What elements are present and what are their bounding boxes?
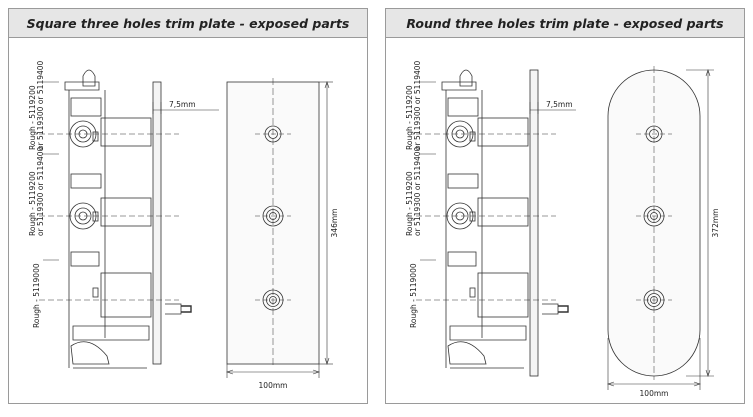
mixer-cartridge-top (69, 120, 97, 148)
panel-title: Square three holes trim plate - exposed … (26, 15, 350, 31)
rough-bottom-label: Rough - 5119000 (32, 263, 41, 328)
height-label: 372mm (711, 209, 720, 238)
width-dimension-line (226, 364, 320, 378)
rough-bottom-label: Rough - 5119000 (409, 263, 418, 328)
panel-header: Round three holes trim plate - exposed p… (386, 9, 744, 38)
panel-header: Square three holes trim plate - exposed … (9, 9, 367, 38)
rough-mid-label: Rough - 5119200 (405, 171, 414, 236)
square-trim-drawing: 7,5mm 346mm 100mm Rough - 5119200 or 511… (28, 60, 339, 390)
offset-label: 7,5mm (546, 100, 573, 109)
rough-in-valve-body (64, 69, 192, 369)
offset-label: 7,5mm (169, 100, 196, 109)
height-dimension-line (319, 81, 333, 365)
round-trim-drawing: 7,5mm 372mm 100mm Rough - 5119200 or 511… (405, 60, 720, 398)
rough-top-label: Rough - 5119200 (405, 85, 414, 150)
width-label: 100mm (640, 389, 669, 398)
rough-mid-label: Rough - 5119200 (28, 171, 37, 236)
mixer-cartridge-top (446, 120, 474, 148)
mixer-cartridge-middle (69, 202, 97, 230)
height-dimension-line (686, 69, 714, 377)
width-dimension-line (607, 338, 701, 390)
height-label: 346mm (330, 209, 339, 238)
mixer-cartridge-middle (446, 202, 474, 230)
rough-top-alt-label: or 5119300 or 5119400 (413, 60, 422, 150)
round-trim-plate-panel: Round three holes trim plate - exposed p… (385, 8, 745, 404)
rough-in-valve-body (441, 69, 569, 369)
rough-top-alt-label: or 5119300 or 5119400 (36, 60, 45, 150)
rough-top-label: Rough - 5119200 (28, 85, 37, 150)
trim-plate-side-view (529, 69, 539, 377)
offset-dimension (529, 102, 576, 114)
rough-mid-alt-label: or 5119300 or 5119400 (413, 146, 422, 236)
square-trim-plate-panel: Square three holes trim plate - exposed … (8, 8, 368, 404)
width-label: 100mm (259, 381, 288, 390)
rough-mid-alt-label: or 5119300 or 5119400 (36, 146, 45, 236)
trim-plate-side-view (152, 81, 162, 365)
panel-title: Round three holes trim plate - exposed p… (406, 15, 724, 31)
offset-dimension (152, 102, 219, 114)
